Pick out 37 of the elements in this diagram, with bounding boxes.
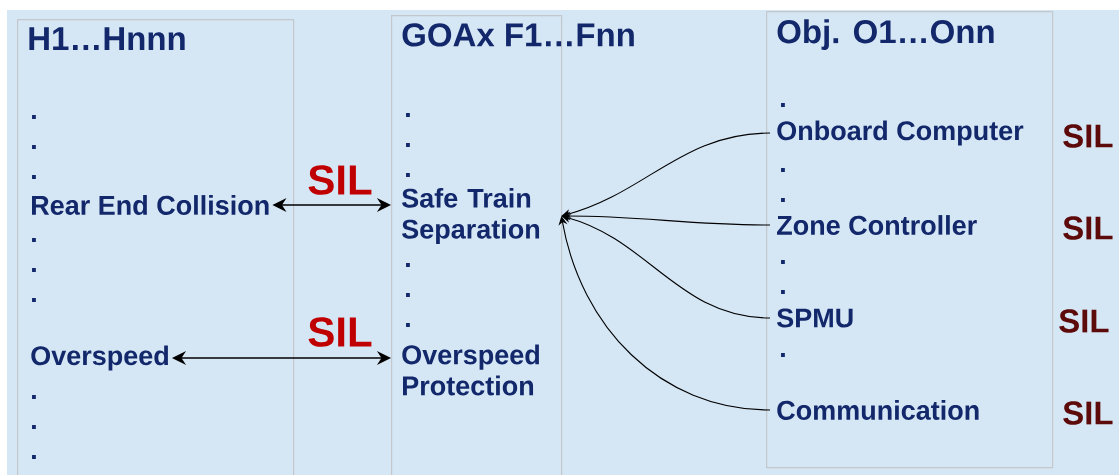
- ellipsis-dot: .: [781, 198, 785, 202]
- edge-label: SIL: [308, 165, 372, 195]
- ellipsis-dot: .: [406, 263, 410, 267]
- edge-label: SIL: [308, 317, 372, 347]
- item-label: SPMU: [777, 308, 853, 328]
- ellipsis-dot: .: [781, 260, 785, 264]
- ellipsis-dot: .: [32, 455, 36, 459]
- ellipsis-dot: .: [406, 113, 410, 117]
- ellipsis-dot: .: [32, 268, 36, 272]
- ellipsis-dot: .: [32, 115, 36, 119]
- arrow: [558, 216, 771, 411]
- item-label: Zone Controller: [777, 215, 977, 235]
- ellipsis-dot: .: [32, 395, 36, 399]
- ellipsis-dot: .: [781, 353, 785, 357]
- ellipsis-dot: .: [32, 175, 36, 179]
- sil-label: SIL: [1059, 309, 1109, 333]
- sil-label: SIL: [1063, 124, 1113, 148]
- item-label: Overspeed Protection: [402, 344, 539, 396]
- ellipsis-dot: .: [32, 238, 36, 242]
- ellipsis-dot: .: [406, 143, 410, 147]
- arrow: [172, 350, 391, 366]
- ellipsis-dot: .: [781, 168, 785, 172]
- ellipsis-dot: .: [406, 173, 410, 177]
- ellipsis-dot: .: [406, 293, 410, 297]
- item-label: Overspeed: [31, 345, 168, 371]
- ellipsis-dot: .: [406, 323, 410, 327]
- sil-label: SIL: [1063, 401, 1113, 425]
- ellipsis-dot: .: [781, 290, 785, 294]
- ellipsis-dot: .: [32, 298, 36, 302]
- item-label: Communication: [777, 400, 979, 420]
- ellipsis-dot: .: [32, 425, 36, 429]
- sil-label: SIL: [1063, 216, 1113, 240]
- ellipsis-dot: .: [32, 145, 36, 149]
- item-label: Rear End Collision: [32, 195, 269, 215]
- ellipsis-dot: .: [781, 103, 785, 107]
- item-label: Safe Train Separation: [402, 187, 540, 245]
- item-label: Onboard Computer: [777, 120, 1024, 146]
